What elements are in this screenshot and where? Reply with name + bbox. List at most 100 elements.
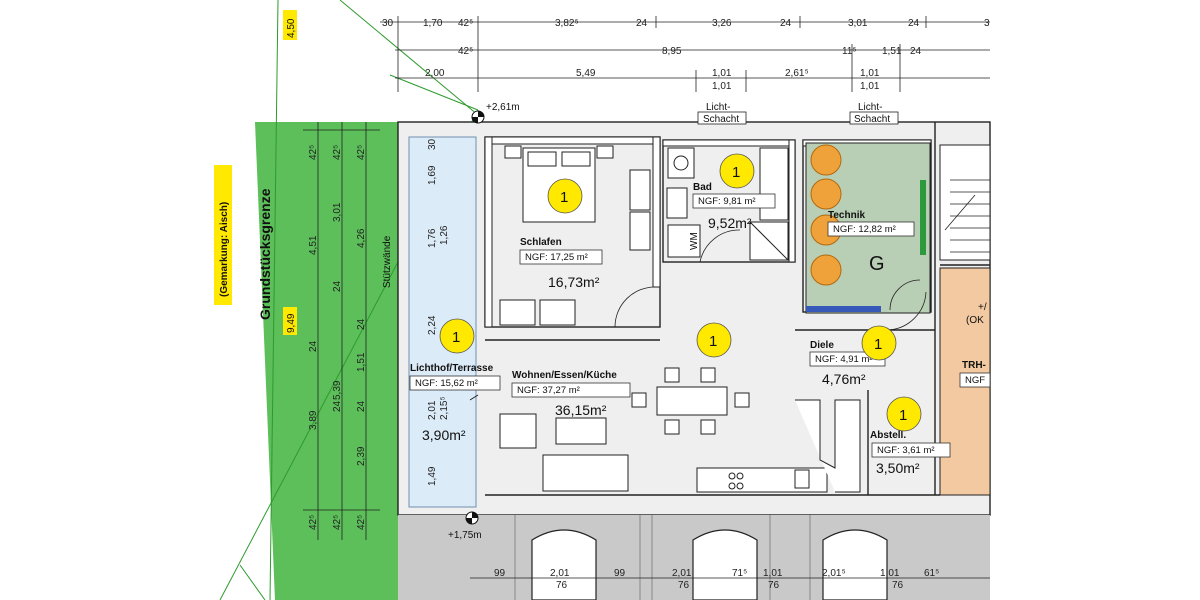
stair-lines <box>944 179 990 253</box>
vdim-mid-3: 5,39 <box>332 380 343 400</box>
plot-diagonal-line-4 <box>239 564 266 600</box>
vdim-mid-0: 42⁵ <box>332 145 343 160</box>
bottom-dim-6: 71⁵ <box>732 568 747 579</box>
top-dim-r3-5: 1,01 <box>860 68 880 79</box>
diele-area: 4,76m² <box>822 371 866 387</box>
bottom-dim-1: 2,01 <box>550 568 570 579</box>
top-dim-r3-1: 5,49 <box>576 68 596 79</box>
technik-green-bar <box>920 180 926 255</box>
top-dim-r1-5: 3,26 <box>712 18 732 29</box>
lichtschacht-1-frame <box>697 111 747 125</box>
badge-bad: 1 <box>732 164 740 181</box>
bottom-dim-9: 2,01⁵ <box>822 568 846 579</box>
top-dim-r2-2: 11⁵ <box>842 46 857 57</box>
diele-door-arc <box>887 291 927 331</box>
terrace-door-arc <box>469 394 479 401</box>
vdim-inner-5: 2,39 <box>356 446 367 466</box>
badge-wohnen: 1 <box>709 333 717 350</box>
trh-name: TRH- <box>962 360 986 371</box>
vdim-terrace-2: 1,76 <box>427 228 438 248</box>
bad-ngf-box <box>692 193 776 209</box>
vdim-terrace-0: 30 <box>427 138 438 150</box>
vdim-outer-2: 24 <box>308 340 319 352</box>
top-dim-r3-4: 2,61⁵ <box>785 68 809 79</box>
bottom-dim-10: 1,01 <box>880 568 900 579</box>
vdim-outer-3: 3,89 <box>308 410 319 430</box>
schlafen-door-arc <box>614 286 656 328</box>
stuetzwaende-label: Stützwände <box>382 235 393 288</box>
schlafen-ngf: NGF: 17,25 m² <box>525 252 588 263</box>
dining-table <box>631 367 750 435</box>
top-dim-r1-2: 42⁵ <box>458 18 473 29</box>
trh-note-2: (OK <box>966 315 984 326</box>
top-dim-r1-4: 24 <box>636 18 648 29</box>
top-dim-r2-0: 42⁵ <box>458 46 473 57</box>
technik-name: Technik <box>828 210 865 221</box>
badge-abstell: 1 <box>899 407 907 424</box>
vdim-mid-1: 3,01 <box>332 202 343 222</box>
top-dim-r3-2: 1,01 <box>712 68 732 79</box>
top-dim-r1-0: 30 <box>382 18 394 29</box>
vdim-outer-4: 42⁵ <box>308 515 319 530</box>
elevation-top: +2,61m <box>486 102 520 113</box>
width-tag-box <box>283 307 297 335</box>
vdim-terrace-inner-1: 2,15⁵ <box>439 396 450 420</box>
vdim-inner-6: 42⁵ <box>356 515 367 530</box>
top-dim-r1-8: 24 <box>908 18 920 29</box>
vdim-outer-0: 42⁵ <box>308 145 319 160</box>
plot-diagonal-line-5 <box>389 74 479 111</box>
top-dim-r2-3: 1,51 <box>882 46 902 57</box>
technik-ngf-box <box>827 221 915 237</box>
sofa-set <box>499 413 629 492</box>
garage-dividers <box>514 515 811 600</box>
trh-note-1: +/ <box>978 302 987 313</box>
technik-marker: G <box>869 253 885 275</box>
badges <box>439 153 922 432</box>
badge-terrace: 1 <box>452 329 460 346</box>
bottom-dim-11: 76 <box>892 580 904 591</box>
car-1 <box>531 529 597 600</box>
vdim-inner-1: 4,26 <box>356 228 367 248</box>
top-dim-r1-7: 3,01 <box>848 18 868 29</box>
kitchen-counter <box>696 399 861 493</box>
schlafen-area: 16,73m² <box>548 274 600 290</box>
top-dim-r3-6: 1,01 <box>860 81 880 92</box>
badge-diele: 1 <box>874 336 882 353</box>
abstell-ngf-box <box>871 442 951 458</box>
wohnen-area: 36,15m² <box>555 402 607 418</box>
neighbor-stair-area <box>939 144 991 261</box>
bottom-dim-0: 99 <box>494 568 506 579</box>
technik-ngf: NGF: 12,82 m² <box>833 224 896 235</box>
top-dim-r2-1: 8,95 <box>662 46 682 57</box>
bottom-dim-8: 76 <box>768 580 780 591</box>
terrace-ngf-box <box>409 375 501 391</box>
bad-door-arc <box>699 229 741 263</box>
schlafen-ngf-box <box>519 249 603 265</box>
lichtschacht-2-line2: Schacht <box>854 114 890 125</box>
vdim-terrace-inner-0: 1,26 <box>439 225 450 245</box>
badge-schlafen: 1 <box>560 189 568 206</box>
technik-blue-bar <box>806 306 881 312</box>
bad-name: Bad <box>693 182 712 193</box>
technik-door-arc <box>889 279 921 311</box>
wohnen-name: Wohnen/Essen/Küche <box>512 370 617 381</box>
elevation-marker-top <box>471 110 485 124</box>
top-dim-r1-9: 3 <box>984 18 990 29</box>
diele-ngf: NGF: 4,91 m² <box>815 354 873 365</box>
wm-label: WM <box>689 232 700 250</box>
wardrobe <box>499 169 651 326</box>
bottom-dim-12: 61⁵ <box>924 568 939 579</box>
plot-diagonal-line-3 <box>269 0 279 600</box>
terrace-area-value: 3,90m² <box>422 427 466 443</box>
abstell-ngf: NGF: 3,61 m² <box>877 445 935 456</box>
top-tag-box <box>283 10 297 40</box>
boiler-tanks <box>810 144 842 286</box>
lichtschacht-1-line2: Schacht <box>703 114 739 125</box>
bottom-dim-5: 76 <box>678 580 690 591</box>
vdim-mid-2: 24 <box>332 280 343 292</box>
gemarkung-box <box>214 165 232 305</box>
lichtschacht-2-frame <box>849 111 899 125</box>
plot-width-tag: 9,49 <box>286 313 297 333</box>
bottom-dim-4: 2,01 <box>672 568 692 579</box>
